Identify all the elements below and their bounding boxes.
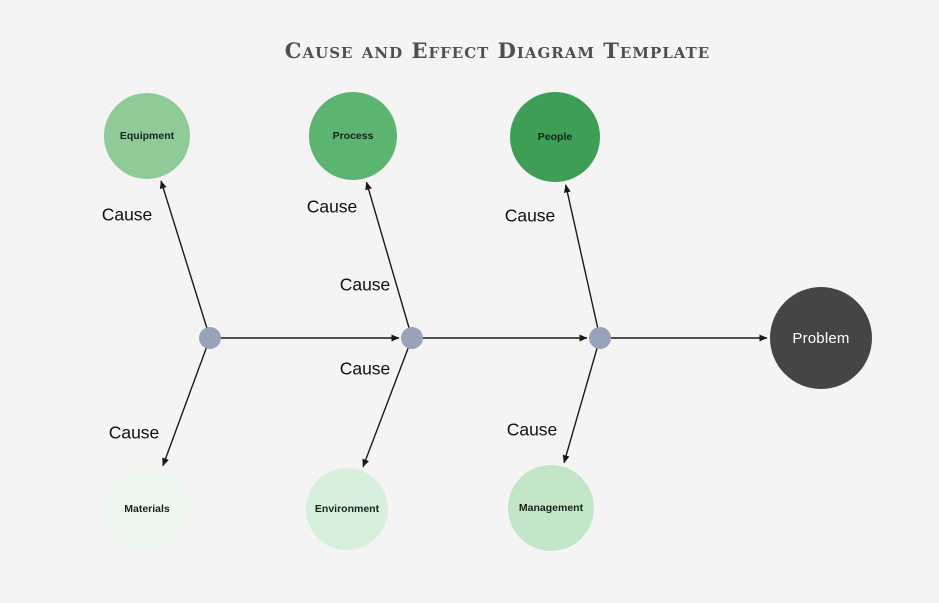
connector-arrow	[562, 337, 601, 464]
cause-node-people[interactable]: People	[510, 92, 600, 182]
junction-dot[interactable]	[589, 327, 611, 349]
cause-node-label: Process	[332, 130, 374, 142]
cause-label-mid-lower[interactable]: Cause	[339, 358, 391, 379]
problem-node-label: Problem	[792, 329, 850, 347]
cause-node-materials[interactable]: Materials	[105, 467, 189, 551]
cause-node-label: Environment	[314, 503, 380, 515]
connector-arrow	[365, 181, 413, 339]
cause-node-label: Equipment	[119, 130, 175, 142]
connector-arrow	[162, 337, 211, 467]
cause-node-label: People	[537, 131, 573, 143]
cause-node-environment[interactable]: Environment	[306, 468, 388, 550]
junction-dot[interactable]	[199, 327, 221, 349]
cause-label-materials-branch[interactable]: Cause	[108, 422, 160, 443]
cause-node-equipment[interactable]: Equipment	[104, 93, 190, 179]
cause-label-mid-upper[interactable]: Cause	[339, 274, 391, 295]
cause-label-equipment-branch[interactable]: Cause	[101, 204, 153, 225]
cause-node-label: Materials	[124, 503, 170, 515]
cause-label-people-branch[interactable]: Cause	[504, 205, 556, 226]
connector-arrow	[563, 184, 601, 339]
diagram-title: Cause and Effect Diagram Template	[284, 38, 711, 63]
cause-label-management-branch[interactable]: Cause	[506, 419, 558, 440]
connector-arrow	[362, 337, 413, 468]
connector-arrow	[159, 180, 211, 339]
junction-dot[interactable]	[401, 327, 423, 349]
cause-node-process[interactable]: Process	[309, 92, 397, 180]
cause-label-process-branch[interactable]: Cause	[306, 196, 358, 217]
problem-node[interactable]: Problem	[770, 287, 872, 389]
cause-node-label: Management	[518, 502, 584, 514]
cause-node-management[interactable]: Management	[508, 465, 594, 551]
